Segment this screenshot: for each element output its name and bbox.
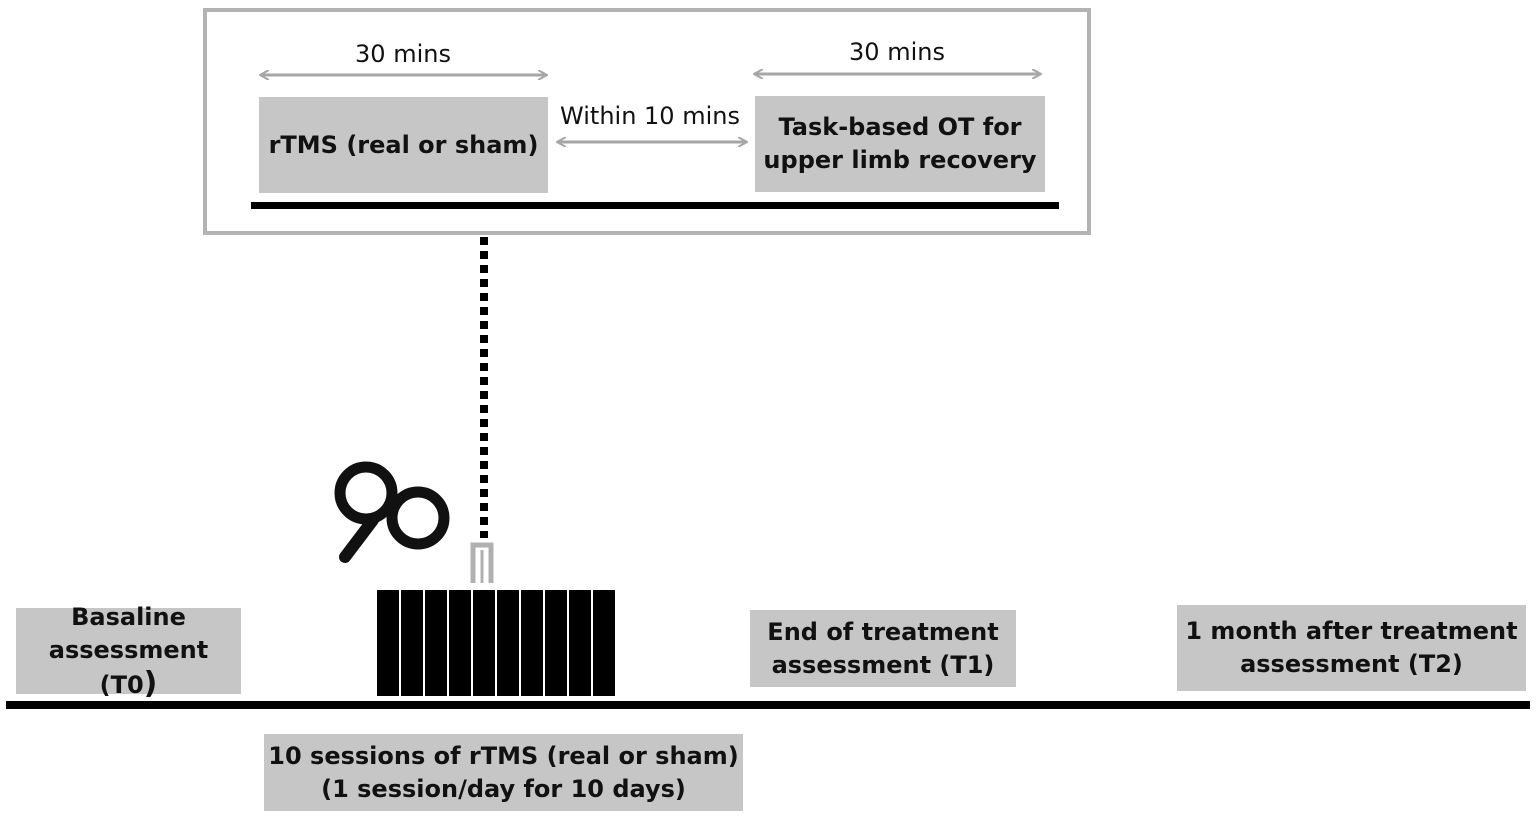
- session-block: [569, 590, 593, 696]
- session-block: [401, 590, 425, 696]
- ot-duration-label: 30 mins: [849, 38, 945, 66]
- session-block: [545, 590, 569, 696]
- t1-box: End of treatment assessment (T1): [750, 610, 1016, 687]
- ot-box-line1: Task-based OT for: [778, 113, 1022, 141]
- session-block: [425, 590, 449, 696]
- ot-box: Task-based OT for upper limb recovery: [755, 96, 1045, 192]
- session-block: [593, 590, 615, 696]
- timeline-axis: [6, 701, 1530, 709]
- gap-label: Within 10 mins: [560, 102, 740, 130]
- session-block: [377, 590, 401, 696]
- t2-box: 1 month after treatment assessment (T2): [1177, 605, 1526, 691]
- session-blocks: [377, 590, 615, 696]
- ot-box-line2: upper limb recovery: [763, 146, 1037, 174]
- session-baseline: [251, 202, 1059, 209]
- sessions-box: 10 sessions of rTMS (real or sham) (1 se…: [264, 734, 743, 811]
- t0-line1: Basaline: [71, 602, 186, 631]
- t2-line1: 1 month after treatment: [1185, 617, 1518, 645]
- t1-line1: End of treatment: [767, 617, 999, 646]
- t0-paren: ): [143, 665, 158, 701]
- t1-line2: assessment (T1): [771, 650, 995, 679]
- sessions-line1: 10 sessions of rTMS (real or sham): [268, 741, 739, 770]
- rtms-box-label: rTMS (real or sham): [268, 130, 539, 159]
- rtms-box: rTMS (real or sham): [259, 97, 548, 193]
- t2-line2: assessment (T2): [1240, 650, 1463, 678]
- t0-box: Basaline assessment (T0): [16, 603, 241, 700]
- session-block: [497, 590, 521, 696]
- sessions-line2: (1 session/day for 10 days): [321, 774, 686, 803]
- session-block: [449, 590, 473, 696]
- t0-line2: assessment (T0: [48, 635, 209, 699]
- session-detail-frame: [203, 8, 1091, 235]
- rtms-duration-label: 30 mins: [355, 40, 451, 68]
- figure-eight-coil-icon: [334, 461, 450, 563]
- session-block: [521, 590, 545, 696]
- connector-clip: [470, 542, 494, 583]
- session-block: [473, 590, 497, 696]
